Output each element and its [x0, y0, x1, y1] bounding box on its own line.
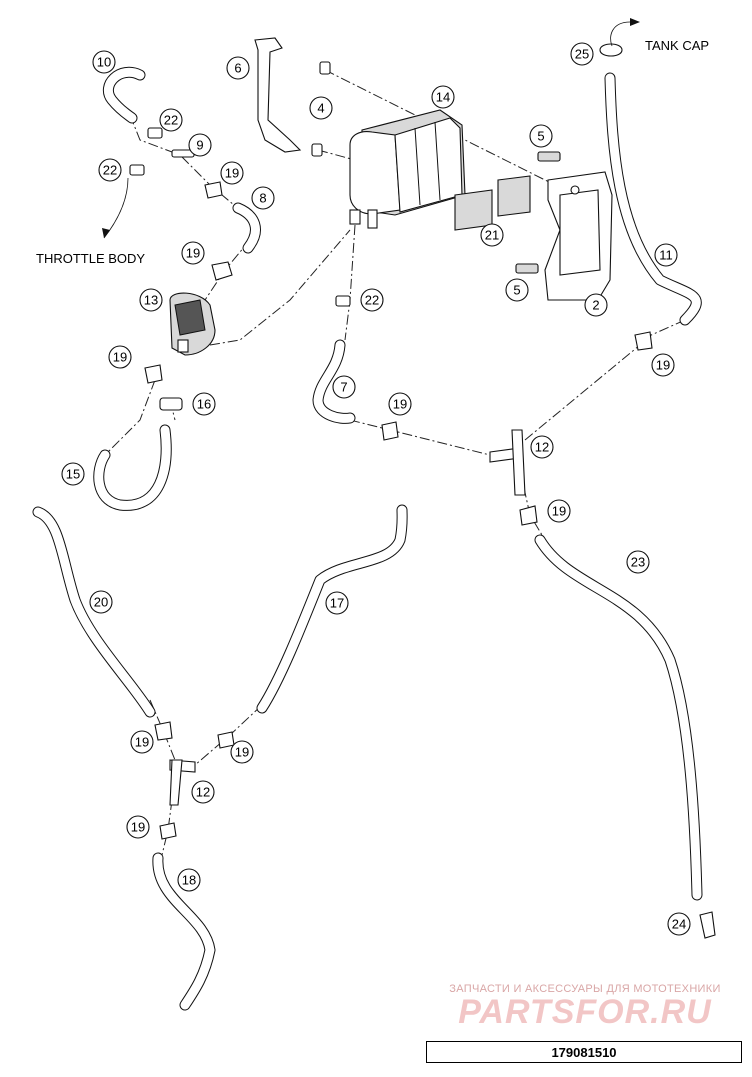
fitting-24 [699, 911, 716, 939]
callout-19-top: 19 [225, 166, 239, 181]
callout-2: 2 [592, 298, 599, 313]
purge-valve [169, 292, 216, 356]
callout-5-bottom: 5 [513, 283, 520, 298]
canister-bracket [544, 171, 613, 301]
callout-19-valve: 19 [186, 246, 200, 261]
callout-17: 17 [330, 596, 344, 611]
clamps [144, 181, 653, 840]
filter-pads [454, 175, 531, 231]
callout-19-tee: 19 [552, 504, 566, 519]
callout-19-right: 19 [656, 358, 670, 373]
hose-8 [232, 202, 261, 254]
arrowheads [102, 18, 640, 238]
screws [311, 61, 331, 157]
hose-15 [93, 424, 172, 511]
callout-15: 15 [66, 467, 80, 482]
throttle-body-label: THROTTLE BODY [36, 251, 145, 266]
hose-18 [152, 852, 216, 1011]
hose-17 [256, 504, 408, 714]
hose-7 [312, 339, 356, 424]
callout-9: 9 [196, 138, 203, 153]
callout-10: 10 [97, 55, 111, 70]
callout-14: 14 [436, 90, 450, 105]
callout-16: 16 [197, 397, 211, 412]
callout-19-left: 19 [113, 350, 127, 365]
small-clamps [129, 127, 351, 411]
bracket-6 [254, 37, 302, 153]
callout-19-bottom: 19 [131, 820, 145, 835]
tank-cap-label: TANK CAP [645, 38, 709, 53]
drawing-number-box: 179081510 [426, 1041, 742, 1063]
callout-20: 20 [94, 595, 108, 610]
callout-7: 7 [340, 380, 347, 395]
clip-25 [599, 43, 623, 57]
callout-19-lower-right: 19 [235, 745, 249, 760]
callout-12-bottom: 12 [196, 785, 210, 800]
hose-11 [604, 72, 702, 326]
callout-5-top: 5 [537, 129, 544, 144]
callout-19-mid: 19 [393, 397, 407, 412]
callouts [61, 42, 691, 936]
callout-22-top: 22 [164, 113, 178, 128]
callout-19-lower-left: 19 [135, 735, 149, 750]
callout-6: 6 [234, 61, 241, 76]
charcoal-canister [349, 109, 466, 229]
t-fittings [169, 429, 526, 806]
callout-18: 18 [182, 873, 196, 888]
clips [515, 151, 561, 274]
hose-10 [102, 66, 146, 124]
callout-8: 8 [259, 191, 266, 206]
callout-11: 11 [659, 248, 673, 263]
callout-12-top: 12 [535, 440, 549, 455]
callout-23: 23 [631, 555, 645, 570]
hose-20 [32, 506, 156, 718]
callout-21: 21 [485, 228, 499, 243]
callout-24: 24 [672, 917, 686, 932]
callout-22-mid: 22 [365, 293, 379, 308]
callout-25: 25 [575, 47, 589, 62]
callout-22-left: 22 [103, 163, 117, 178]
callout-13: 13 [144, 293, 158, 308]
callout-4: 4 [317, 101, 324, 116]
hose-23 [534, 534, 703, 901]
drawing-number: 179081510 [551, 1044, 617, 1060]
